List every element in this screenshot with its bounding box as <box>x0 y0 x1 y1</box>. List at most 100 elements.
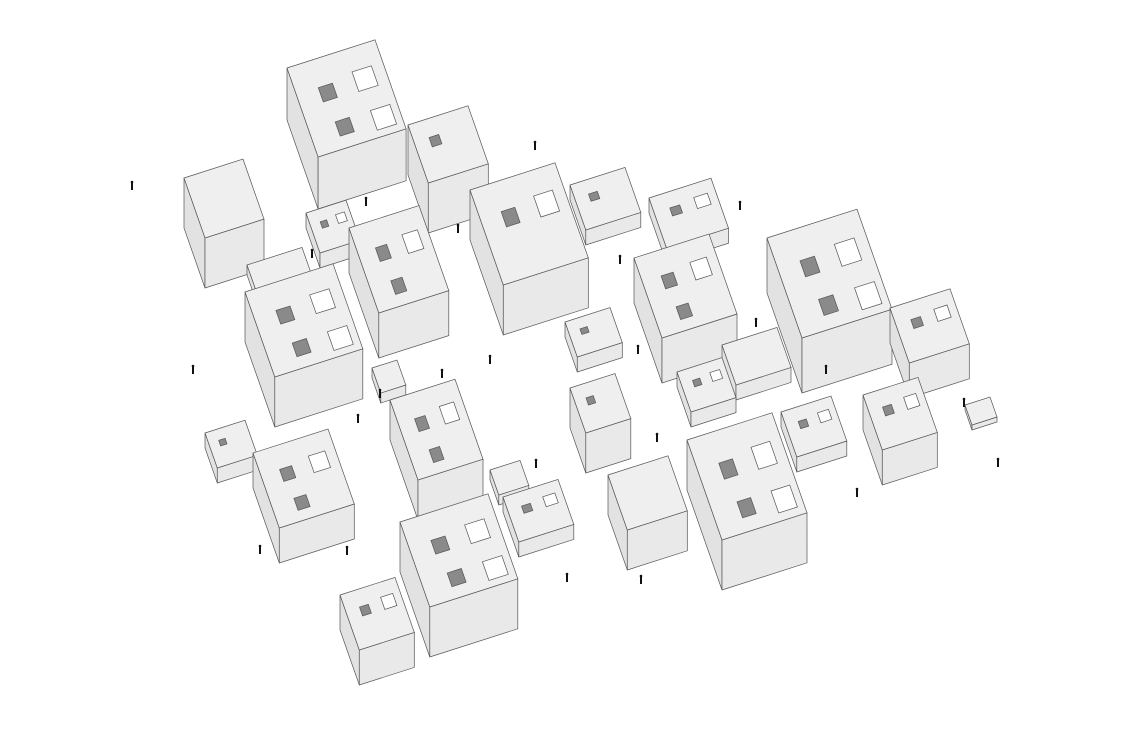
block-top-face <box>339 576 415 651</box>
skylight-opening <box>585 395 597 406</box>
skylight-opening <box>689 256 713 281</box>
building-block <box>204 419 258 484</box>
block-top-face <box>469 162 589 286</box>
skylight-opening <box>750 440 778 470</box>
skylight-opening <box>669 204 683 217</box>
block-top-face <box>502 478 575 543</box>
building-block <box>721 326 792 401</box>
skylight-opening <box>818 294 839 316</box>
block-top-face <box>489 459 530 496</box>
skylight-opening <box>351 65 379 92</box>
skylight-opening <box>854 281 883 311</box>
skylight-opening <box>374 243 392 262</box>
building-block <box>407 105 489 234</box>
building-block <box>564 307 623 373</box>
skylight-opening <box>446 568 467 588</box>
skylight-opening <box>335 211 348 224</box>
building-block <box>502 478 575 558</box>
building-block <box>964 396 998 431</box>
skylight-opening <box>319 219 330 229</box>
building-block <box>286 39 407 210</box>
person-figure-icon <box>310 248 314 258</box>
skylight-opening <box>910 316 924 329</box>
skylight-opening <box>933 304 952 322</box>
person-figure-icon <box>655 432 659 442</box>
skylight-opening <box>401 229 425 254</box>
skylight-opening <box>833 237 863 267</box>
building-block <box>676 357 737 428</box>
block-top-face <box>569 373 632 434</box>
block-top-face <box>862 376 938 451</box>
block-top-face <box>183 158 265 239</box>
skylight-opening <box>275 305 296 325</box>
building-block <box>766 208 893 394</box>
person-figure-icon <box>618 254 622 264</box>
skylight-opening <box>359 603 372 617</box>
person-figure-icon <box>855 487 859 497</box>
building-block <box>348 205 450 359</box>
skylight-opening <box>428 445 445 464</box>
block-top-face <box>721 326 792 386</box>
person-figure-icon <box>636 344 640 354</box>
person-figure-icon <box>356 413 360 423</box>
skylight-opening <box>542 492 559 508</box>
building-block <box>389 378 484 521</box>
block-top-face <box>780 395 848 458</box>
skylight-opening <box>218 437 228 447</box>
skylight-opening <box>430 535 451 555</box>
skylight-opening <box>533 189 561 218</box>
person-figure-icon <box>488 354 492 364</box>
building-block <box>633 233 738 384</box>
person-figure-icon <box>565 572 569 582</box>
person-figure-icon <box>345 545 349 555</box>
block-top-face <box>348 205 450 314</box>
skylight-opening <box>718 458 739 480</box>
skylight-opening <box>438 401 461 425</box>
skylight-opening <box>414 415 430 433</box>
building-block <box>780 395 848 473</box>
skylight-opening <box>481 555 509 581</box>
building-block <box>889 288 970 399</box>
person-figure-icon <box>534 458 538 468</box>
building-block <box>252 428 355 564</box>
person-figure-icon <box>456 223 460 233</box>
person-figure-icon <box>824 364 828 374</box>
skylight-opening <box>692 377 703 388</box>
skylight-opening <box>579 326 590 335</box>
skylight-opening <box>816 408 833 424</box>
skylight-opening <box>797 418 810 430</box>
building-block <box>469 162 589 336</box>
building-block <box>569 166 642 246</box>
skylight-opening <box>903 392 921 410</box>
building-block <box>339 576 415 686</box>
skylight-opening <box>291 338 312 358</box>
skylight-opening <box>736 497 757 519</box>
skylight-opening <box>390 276 408 295</box>
block-top-face <box>407 105 489 184</box>
person-figure-icon <box>754 317 758 327</box>
skylight-opening <box>293 494 311 511</box>
building-block <box>569 373 632 474</box>
person-figure-icon <box>639 574 643 584</box>
skylight-opening <box>307 450 332 474</box>
building-block <box>686 412 808 591</box>
skylight-opening <box>770 484 798 514</box>
block-top-face <box>252 428 355 529</box>
building-block <box>399 493 519 658</box>
skylight-opening <box>709 369 724 382</box>
block-top-face <box>371 359 407 394</box>
skylight-opening <box>588 190 601 202</box>
block-top-face <box>889 288 970 364</box>
block-top-face <box>648 177 729 249</box>
block-top-face <box>607 455 688 531</box>
skylight-opening <box>693 192 712 210</box>
skylight-opening <box>521 502 534 514</box>
skylight-opening <box>660 271 679 290</box>
block-top-face <box>633 233 738 339</box>
person-figure-icon <box>533 140 537 150</box>
building-block <box>305 199 361 269</box>
skylight-opening <box>326 325 354 351</box>
person-figure-icon <box>258 544 262 554</box>
skylight-opening <box>675 302 694 321</box>
